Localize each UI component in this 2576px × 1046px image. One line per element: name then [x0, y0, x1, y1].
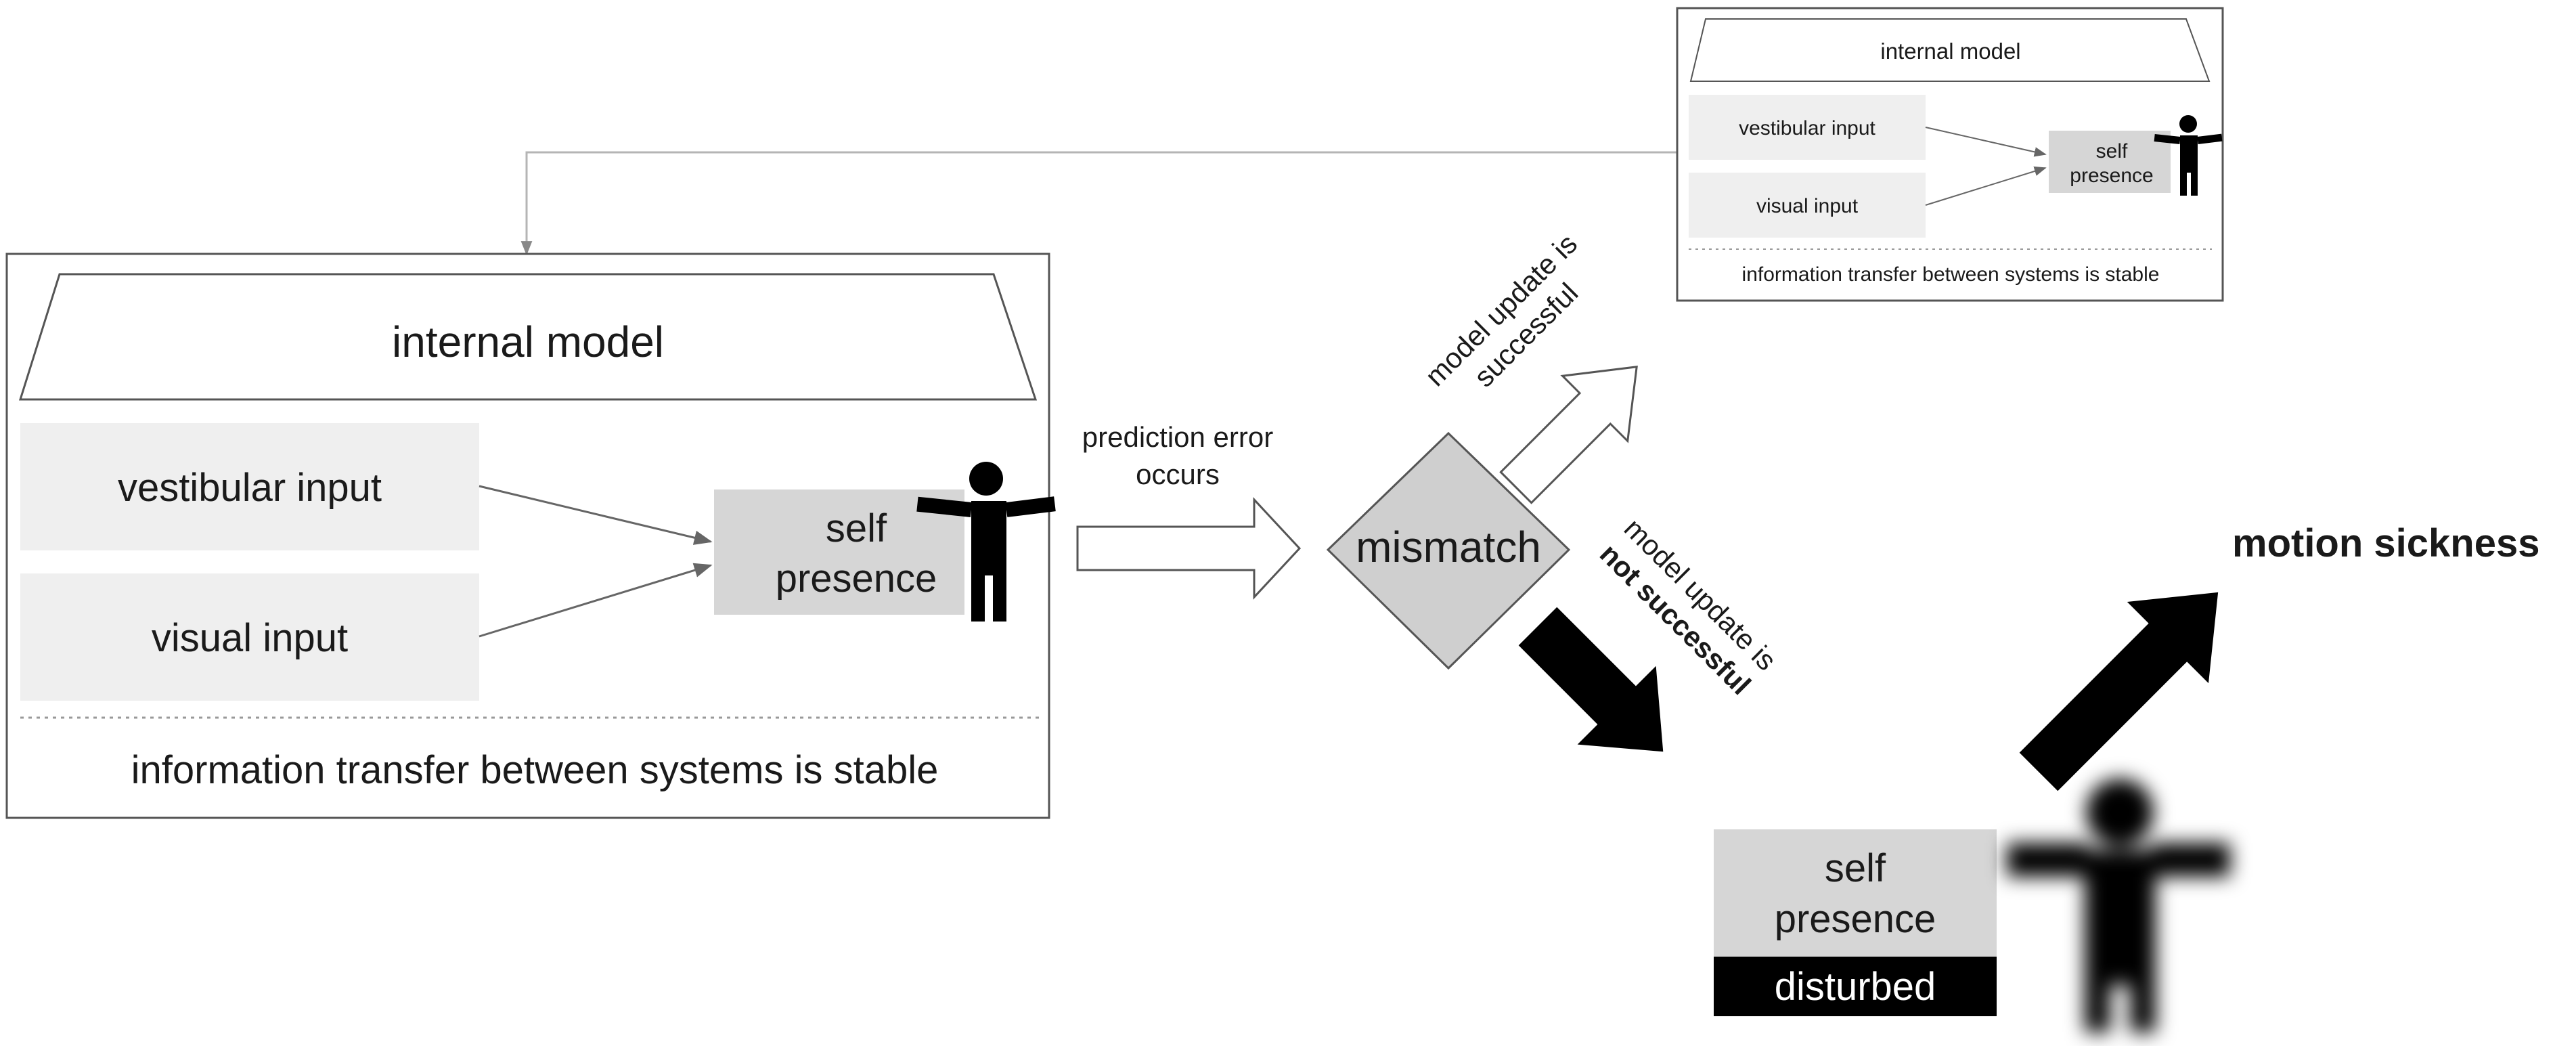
disturbed-self-presence: self presence disturbed [1714, 779, 2230, 1032]
prediction-error-line1: prediction error [1082, 421, 1273, 453]
disturbed-self-line2: presence [1775, 897, 1936, 941]
vestibular-input-label: vestibular input [118, 466, 382, 510]
visual-input-label: visual input [152, 616, 348, 660]
failure-arrow [1518, 607, 1664, 752]
updated-footer-label: information transfer between systems is … [1742, 263, 2160, 286]
outcome-arrow [2019, 592, 2219, 791]
updated-vestibular-panel [1689, 95, 1926, 160]
blurred-person-icon [2007, 779, 2230, 1032]
vestibular-arrow [479, 485, 713, 545]
person-icon [916, 462, 1056, 622]
updated-internal-model-trapezoid [1689, 18, 2211, 82]
prediction-error-line2: occurs [1136, 458, 1220, 490]
motion-sickness-outcome: motion sickness [2019, 521, 2539, 791]
prediction-error-arrow [1076, 497, 1302, 600]
internal-model-trapezoid [18, 273, 1038, 401]
self-presence-label-line1: self [826, 506, 887, 550]
updated-vestibular-arrow [1925, 127, 2047, 157]
disturbed-status-bar [1714, 957, 1997, 1016]
internal-model-label: internal model [392, 318, 664, 366]
updated-model-box: internal model vestibular input visual i… [1676, 7, 2224, 302]
mismatch-diamond [1326, 431, 1571, 670]
visual-arrow [479, 563, 713, 638]
visual-input-panel [20, 573, 479, 701]
updated-self-presence-line2: presence [2070, 165, 2153, 187]
updated-visual-panel [1689, 173, 1926, 238]
updated-person-icon [2154, 115, 2223, 196]
prediction-error-transition: prediction error occurs [1076, 421, 1302, 600]
motion-sickness-label: motion sickness [2232, 521, 2539, 565]
main-model-box: internal model vestibular input visual i… [5, 253, 1056, 819]
feedback-connector [520, 151, 1677, 256]
mismatch-node: mismatch [1326, 431, 1571, 670]
updated-internal-model-label: internal model [1880, 39, 2020, 64]
vestibular-input-panel [20, 423, 479, 550]
success-arrow [1499, 366, 1638, 504]
updated-self-presence-box [2049, 131, 2171, 193]
disturbed-self-line1: self [1825, 846, 1886, 890]
disturbed-self-box [1714, 829, 1997, 957]
main-footer-label: information transfer between systems is … [131, 748, 939, 792]
updated-visual-arrow [1925, 166, 2047, 206]
updated-self-presence-line1: self [2096, 140, 2128, 162]
updated-visual-label: visual input [1756, 195, 1859, 217]
updated-vestibular-label: vestibular input [1739, 117, 1875, 139]
mismatch-label: mismatch [1356, 523, 1541, 571]
disturbed-status-label: disturbed [1775, 965, 1936, 1009]
self-presence-label-line2: presence [776, 557, 937, 601]
